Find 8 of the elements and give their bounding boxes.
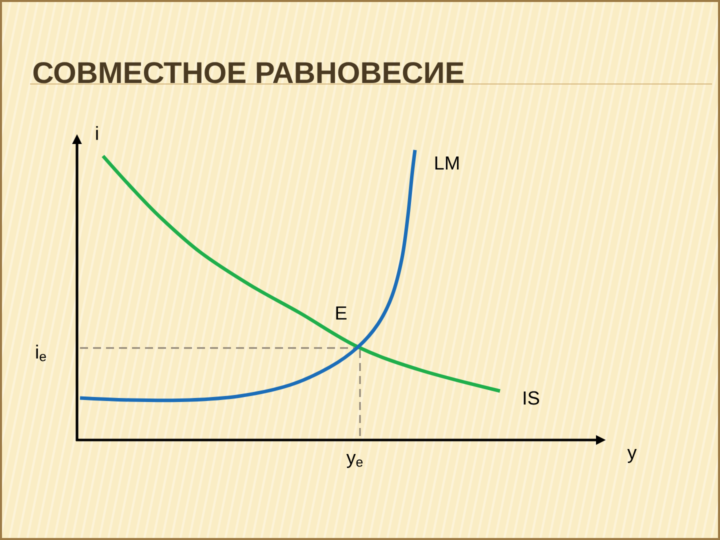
point-label: E: [336, 306, 346, 320]
curve-label: IS: [524, 391, 540, 405]
title: СОВМЕСТНОЕ РАВНОВЕСИЕ: [33, 62, 464, 84]
axis-label: i$_{e}$: [36, 344, 46, 362]
axis-label: i: [96, 126, 98, 140]
axis-label: y$_{e}$: [346, 454, 363, 468]
axis-label: y: [627, 449, 637, 463]
curve-label: LM: [435, 156, 459, 170]
